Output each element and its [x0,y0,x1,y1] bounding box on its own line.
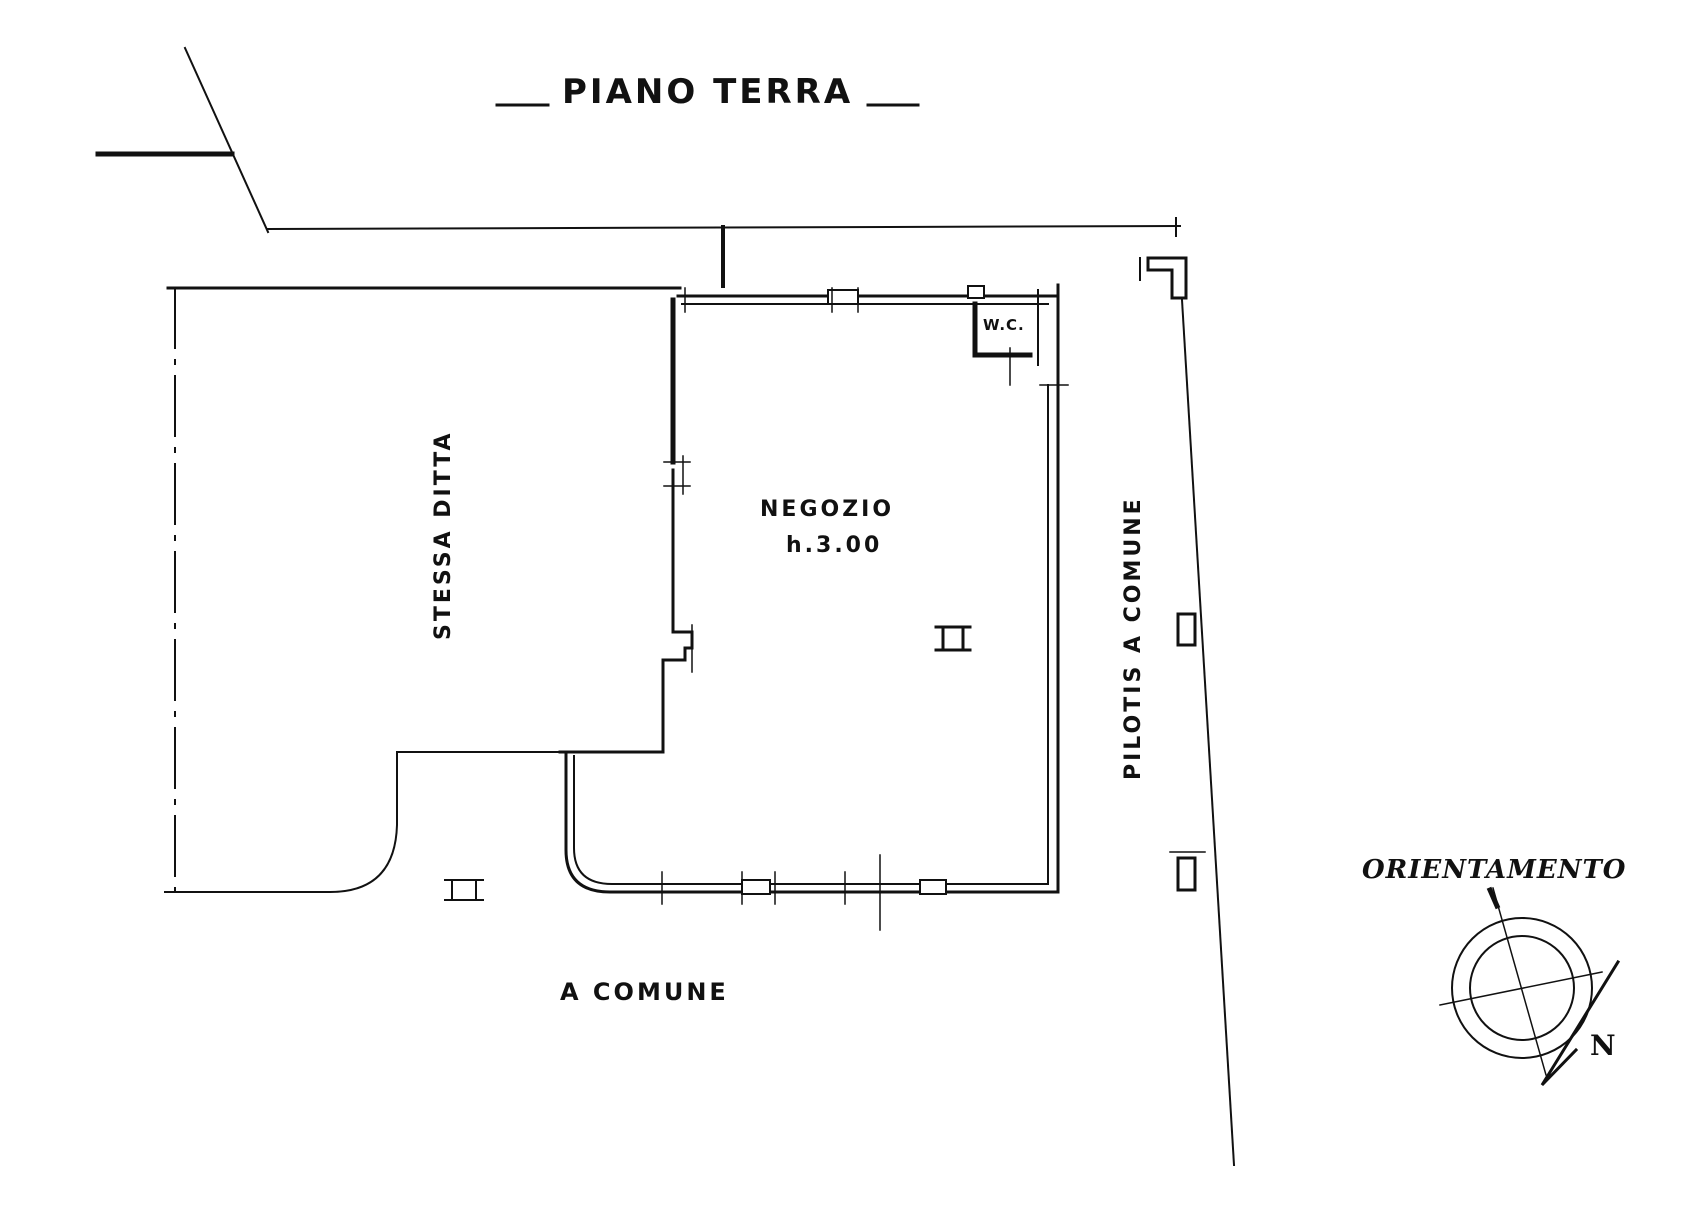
common-pillar-icon [444,879,484,901]
shop-pillar-icon [934,625,972,652]
compass-axis-ns [1492,887,1547,1076]
neighbor-south-edge [164,751,561,893]
shop-name-label: NEGOZIO [760,497,894,522]
shop-walls [564,283,1069,931]
wc-window [967,285,985,299]
wc-label: W.C. [983,316,1025,334]
south-window-2 [919,879,947,895]
west-wall-jog [671,630,694,662]
plan-title-group: PIANO TERRA [495,72,920,112]
pillars [444,256,1206,901]
wc-room: W.C. [967,285,1039,386]
pilotis-label: PILOTIS A COMUNE [1121,496,1146,780]
neighbor-label: STESSA DITTA [431,430,456,640]
south-window-1 [741,879,771,895]
compass-inner-ring [1469,935,1575,1041]
plan-title: PIANO TERRA [562,72,853,112]
shop-curved-wall-inner [573,755,661,885]
pilotis-pillar-north-icon [1146,256,1188,300]
boundary-east [1180,298,1236,1167]
orientation-label: ORIENTAMENTO [1362,855,1626,885]
pilotis-pillar-south-icon [1176,856,1197,892]
compass-north-arrow-icon [1540,959,1621,1087]
neighbor-step-edge [558,658,687,754]
compass-needle-tip [1486,886,1501,910]
compass-outer-ring [1451,917,1593,1059]
north-label: N [1590,1029,1617,1062]
common-area-label: A COMUNE [560,978,729,1006]
wc-wall [972,301,1033,358]
shop-height-label: h.3.00 [786,533,882,558]
orientation-compass: ORIENTAMENTO N [1362,855,1626,1087]
pilotis-pillar-mid-icon [1176,612,1197,647]
shop-curved-wall-outer [564,750,662,894]
neighbor-area [164,286,687,893]
boundary-diagonal-nw [183,46,270,234]
compass-axis-ew [1439,971,1603,1006]
site-boundaries [95,46,1236,1167]
